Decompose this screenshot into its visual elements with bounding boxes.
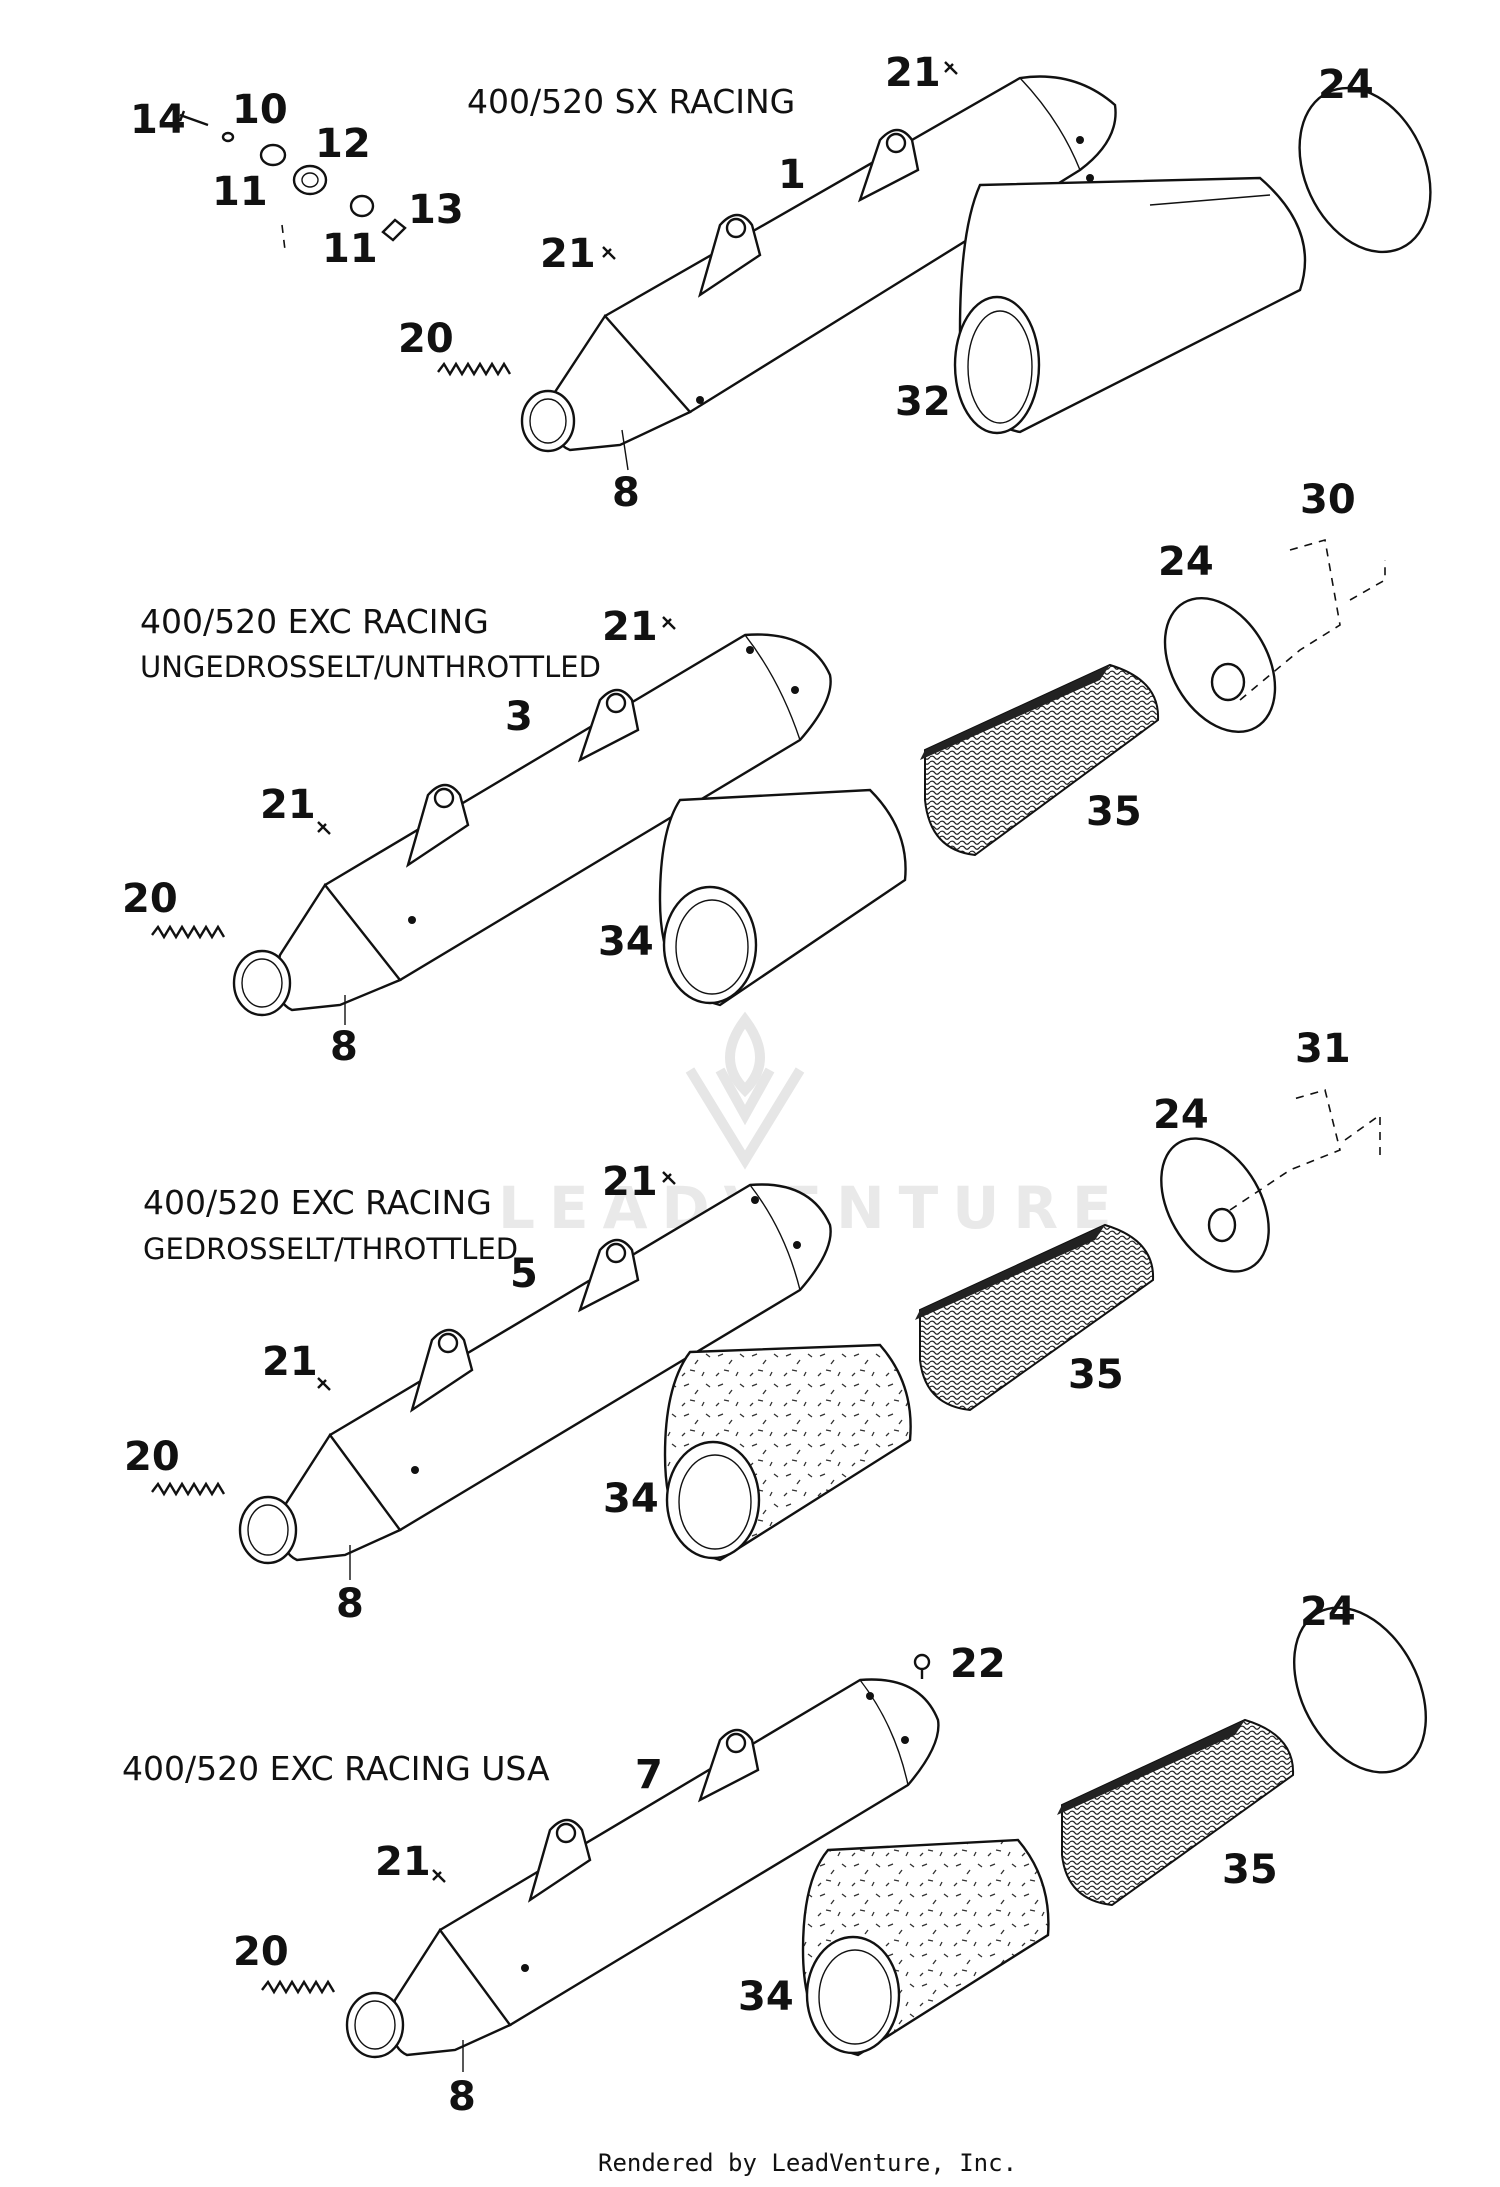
callout-washer-small: 10 [232,87,288,133]
callout-rivet: 21 [602,604,658,650]
callout-nut: 13 [408,187,464,233]
callout-tail: 31 [1295,1026,1351,1072]
callout-endcap: 8 [612,470,640,516]
callout-screw: 14 [130,97,186,143]
packing-wool [1057,1718,1295,1907]
section-title: 400/520 EXC RACING [143,1183,492,1222]
callout-rivet: 21 [262,1339,318,1385]
callout-grommet: 12 [315,121,371,167]
callout-wool: 35 [1068,1352,1124,1398]
insert-tube [663,1343,912,1562]
callout-ring: 24 [1158,539,1214,585]
callout-spring: 20 [124,1434,180,1480]
callout-washer: 11 [212,169,268,215]
seal-ring [1298,86,1432,254]
callout-rivet: 21 [540,231,596,277]
callout-screw: 22 [950,1641,1006,1687]
screw-icon [913,1653,931,1679]
callout-insert: 34 [738,1974,794,2020]
packing-wool [920,663,1160,857]
tail-cone [1163,538,1386,734]
callout-ring: 24 [1318,62,1374,108]
callout-washer: 11 [322,226,378,272]
muffler-body [232,633,832,1017]
muffler-body [520,75,1117,453]
section-title: 400/520 EXC RACING [140,602,489,641]
section-subtitle: UNGEDROSSELT/UNTHROTTLED [140,650,601,684]
section-title: 400/520 SX RACING [467,82,795,121]
section-exc-throttled: 400/520 EXC RACING GEDROSSELT/THROTTLED … [124,1026,1381,1627]
callout-body: 5 [510,1251,538,1297]
callout-endcap: 8 [336,1581,364,1627]
section-sx-racing: 400/520 SX RACING 1 8 21 21 20 [130,50,1432,516]
mounting-hardware: 14 10 11 12 11 13 [130,87,464,272]
callout-insert: 34 [603,1476,659,1522]
callout-ring: 24 [1153,1092,1209,1138]
callout-rivet: 21 [602,1159,658,1205]
callout-endcap: 8 [330,1024,358,1070]
callout-endcap: 8 [448,2074,476,2120]
footer-credit: Rendered by LeadVenture, Inc. [598,2149,1017,2177]
packing-wool [915,1223,1155,1412]
callout-ring: 24 [1300,1589,1356,1635]
section-title: 400/520 EXC RACING USA [122,1749,550,1788]
callout-spring: 20 [398,316,454,362]
muffler-body [238,1183,832,1565]
watermark-logo [685,1011,805,1170]
callout-body: 7 [635,1752,663,1798]
callout-wool: 35 [1222,1847,1278,1893]
section-exc-unthrottled: 400/520 EXC RACING UNGEDROSSELT/UNTHROTT… [122,477,1386,1070]
callout-body: 1 [778,152,806,198]
callout-rivet: 21 [375,1839,431,1885]
callout-rivet: 21 [260,782,316,828]
callout-body: 3 [505,694,533,740]
callout-spring: 20 [122,876,178,922]
callout-insert: 32 [895,379,951,425]
callout-wool: 35 [1086,789,1142,835]
callout-tail: 30 [1300,477,1356,523]
tail-cone [1160,1089,1381,1273]
callout-insert: 34 [598,919,654,965]
section-subtitle: GEDROSSELT/THROTTLED [143,1232,518,1266]
section-exc-usa: 400/520 EXC RACING USA 7 8 22 21 20 [122,1589,1427,2120]
insert-tube [658,788,907,1007]
insert-tube [801,1838,1050,2057]
muffler-body [345,1678,940,2059]
seal-ring [1293,1606,1427,1774]
insert-tube [953,176,1307,435]
callout-rivet: 21 [885,50,941,96]
callout-spring: 20 [233,1929,289,1975]
